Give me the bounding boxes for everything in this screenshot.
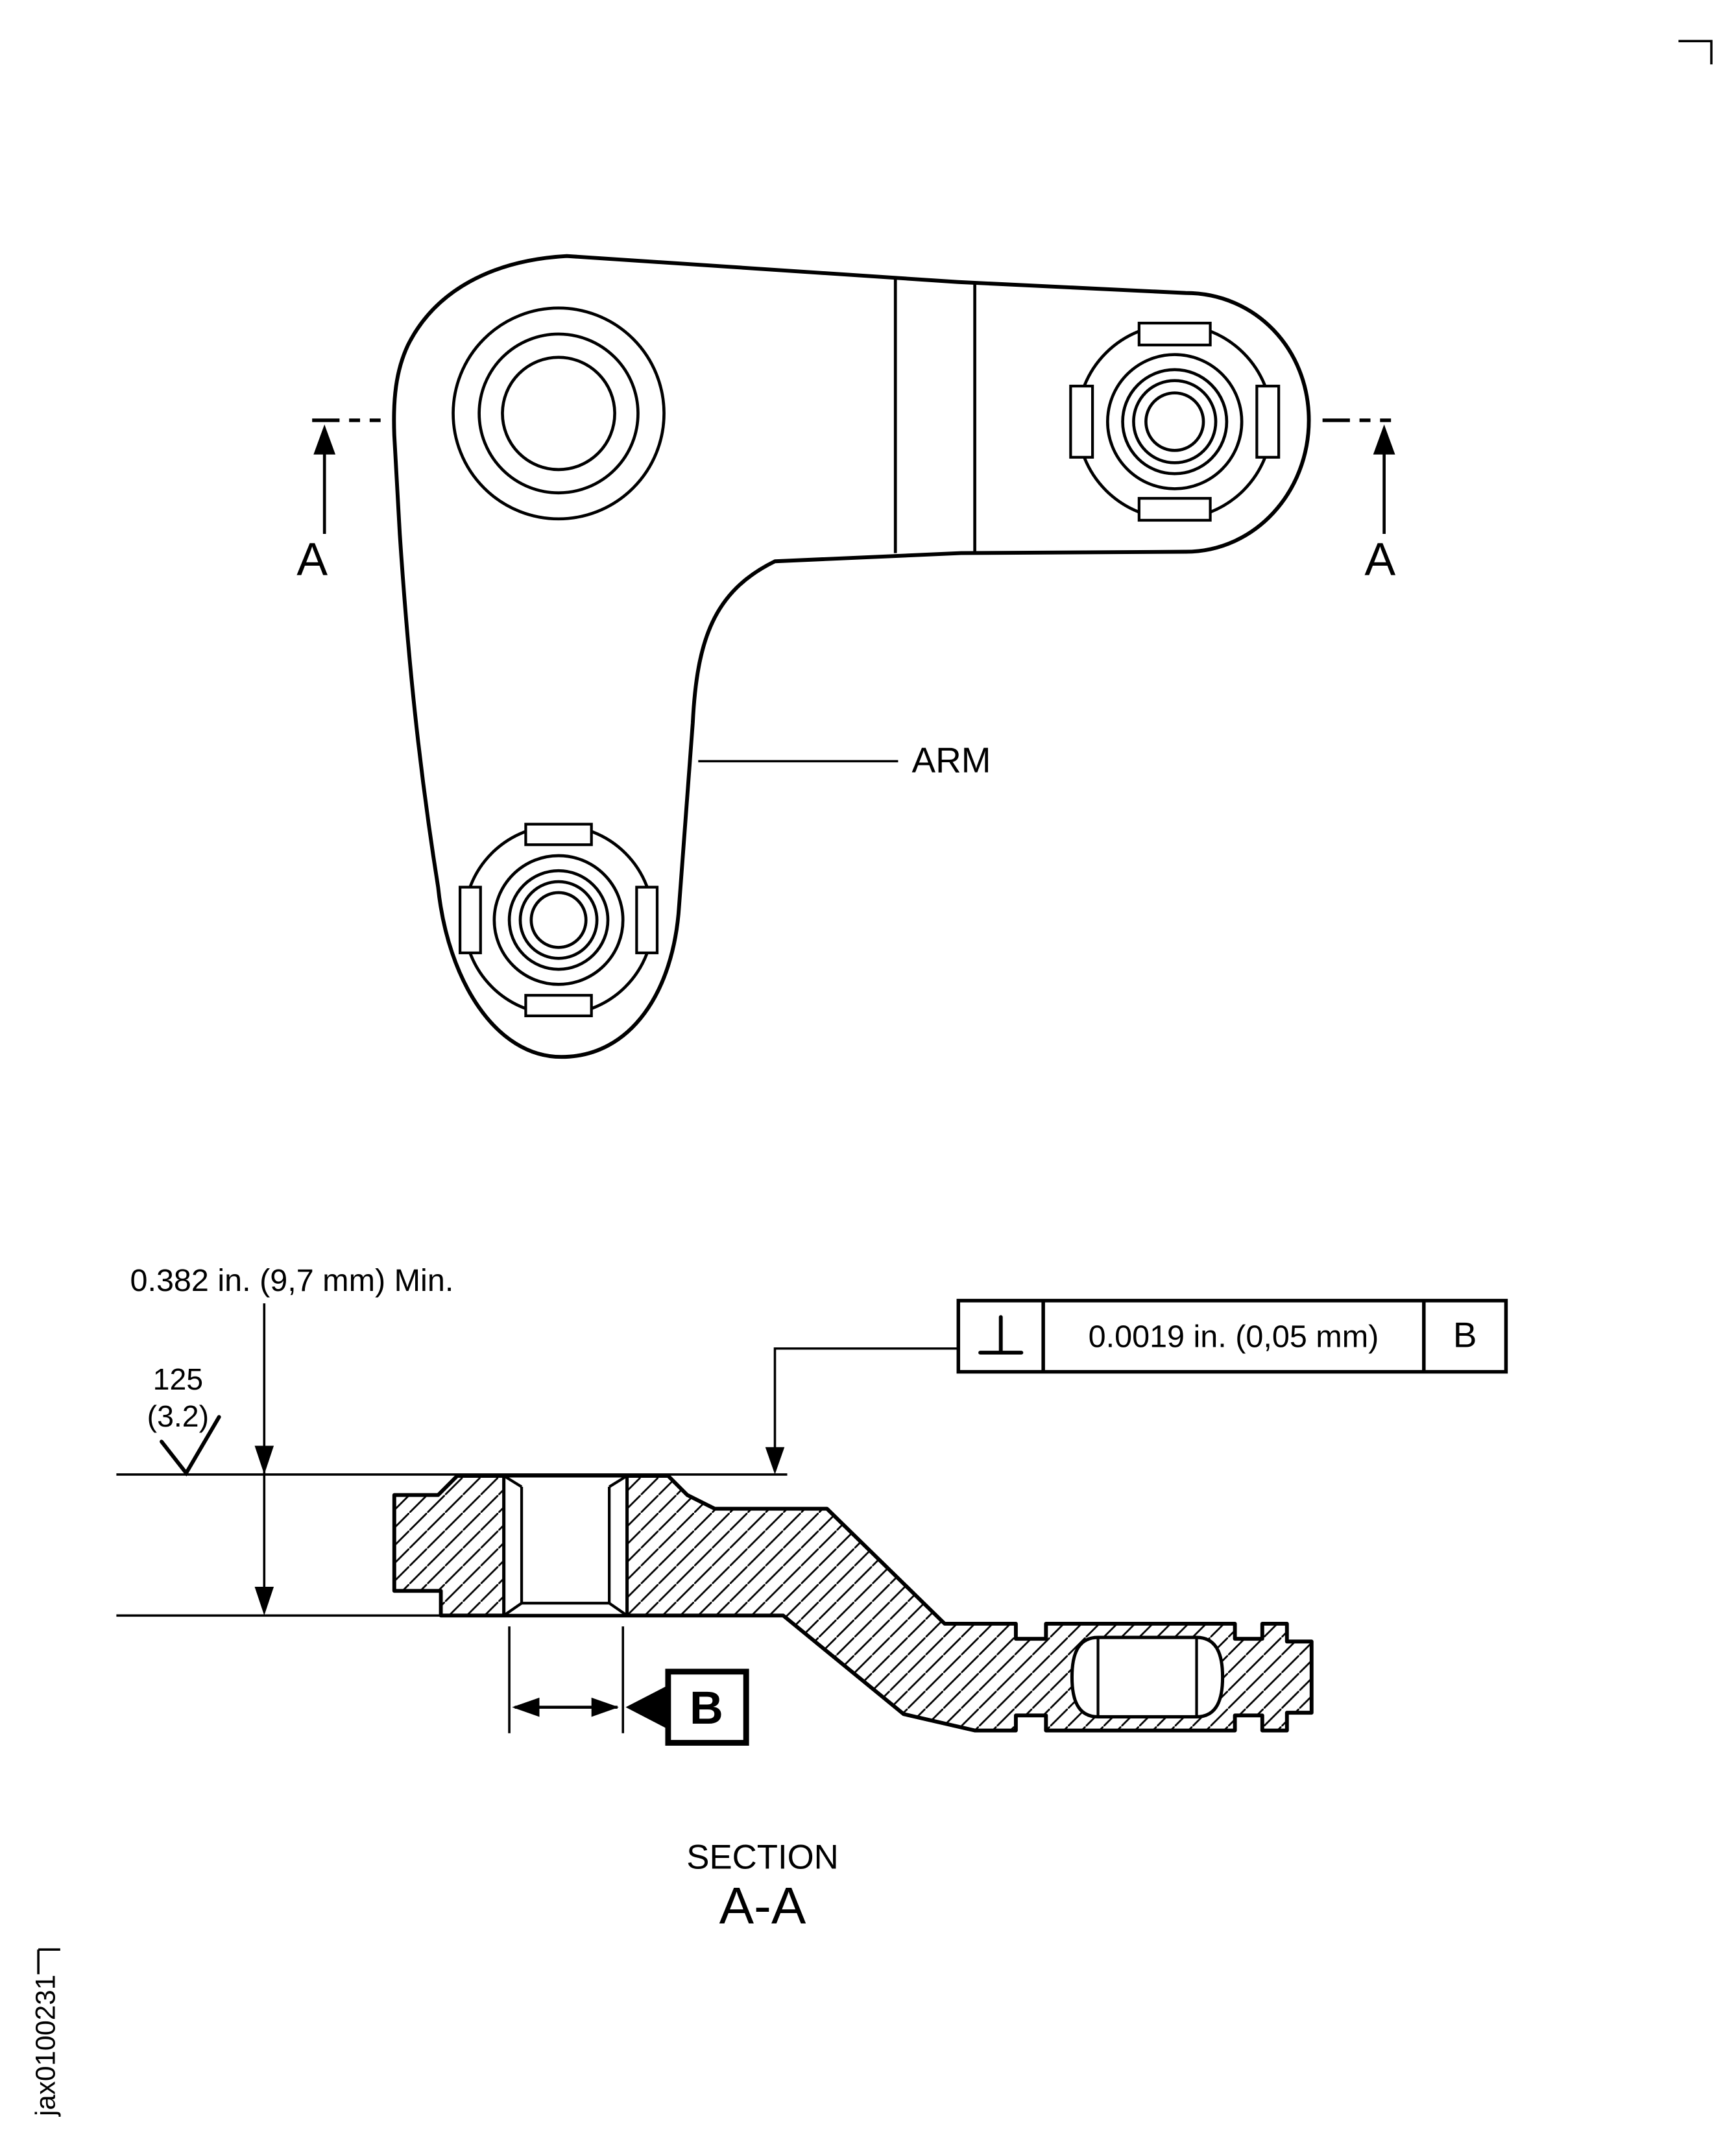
dim-arrow-icon — [254, 1586, 274, 1616]
hub-circle-1 — [463, 824, 655, 1017]
feature-control-frame: 0.0019 in. (0,05 mm) B — [765, 1299, 1508, 1475]
fcf-leader-arrow-icon — [765, 1447, 785, 1475]
hub-circle-5 — [1144, 391, 1205, 452]
hub-slot-left — [458, 886, 482, 954]
hub-slot-left — [1069, 385, 1094, 459]
fcf-frame — [956, 1299, 1508, 1374]
corner-mark-top-right — [1678, 40, 1713, 65]
min-thickness-dimension: 0.382 in. (9,7 mm) Min. — [130, 1263, 453, 1616]
left-bore-middle-circle — [477, 332, 640, 495]
left-bore-outer-circle — [452, 306, 666, 521]
section-outline — [392, 1474, 1314, 1733]
hub-circle-3 — [1121, 368, 1229, 476]
hub-slot-right — [635, 886, 659, 954]
section-cut-right: A — [1322, 418, 1395, 585]
bore-chamfer-bottom-right — [608, 1602, 628, 1617]
surface-finish-callout: 125 (3.2) — [147, 1362, 221, 1477]
bore-chamfer-top-left — [503, 1475, 523, 1488]
top-right-hub — [1069, 321, 1281, 522]
min-thickness-text: 0.382 in. (9,7 mm) Min. — [130, 1263, 453, 1298]
corner-mark-bottom-left — [37, 1948, 60, 1975]
plan-view: A A ARM — [296, 254, 1395, 1059]
fcf-leader-line — [773, 1347, 959, 1452]
hub-circle-4 — [1132, 379, 1218, 464]
cut-arrow-icon — [1373, 424, 1395, 455]
dim-arrow-icon — [591, 1697, 619, 1717]
perpendicularity-icon — [978, 1315, 1024, 1355]
hub-slot-bottom — [1137, 497, 1212, 522]
hub-slot-right — [1255, 385, 1281, 459]
bottom-hub — [458, 823, 659, 1018]
cut-arrow-icon — [313, 424, 336, 455]
arm-outline — [392, 254, 1311, 1059]
hub-slot-top — [524, 823, 593, 847]
datum-triangle-icon — [625, 1687, 666, 1728]
section-marker-left-label: A — [296, 533, 328, 585]
hub-slot-bottom — [524, 994, 593, 1018]
hub-circle-5 — [529, 891, 588, 949]
barrel-bore-section — [1070, 1635, 1225, 1718]
barrel-opening — [1070, 1635, 1225, 1718]
surface-finish-icon — [160, 1415, 221, 1477]
roughness-value: 125 — [153, 1362, 203, 1396]
serrated-bore-section — [502, 1474, 629, 1617]
section-cut-left: A — [296, 418, 381, 585]
datum-label: B — [690, 1682, 723, 1734]
section-view: 0.382 in. (9,7 mm) Min. 125 (3.2) 0.0019… — [116, 1263, 1508, 1934]
bore-chamfer-top-right — [609, 1475, 628, 1488]
fcf-datum-text: B — [1453, 1315, 1477, 1355]
fcf-tolerance-text: 0.0019 in. (0,05 mm) — [1089, 1320, 1379, 1355]
section-caption-title: SECTION — [686, 1838, 838, 1877]
bore-opening — [502, 1474, 629, 1617]
hub-circle-3 — [507, 869, 610, 971]
datum-label-box — [665, 1669, 749, 1746]
arm-label: ARM — [912, 740, 991, 780]
roughness-metric-value: (3.2) — [147, 1399, 209, 1433]
dim-arrow-icon — [512, 1697, 540, 1717]
hub-slot-top — [1137, 321, 1212, 346]
hub-circle-2 — [1105, 353, 1244, 490]
left-bore-inner-circle — [501, 356, 616, 472]
section-caption-designation: A-A — [719, 1876, 806, 1934]
bore-chamfer-bottom-left — [503, 1602, 523, 1617]
datum-feature-callout: B — [508, 1626, 749, 1746]
hub-circle-4 — [518, 880, 599, 960]
drawing-number: jax0100231 — [30, 1975, 60, 2117]
section-marker-right-label: A — [1364, 533, 1395, 585]
dim-arrow-icon — [254, 1445, 274, 1475]
hub-circle-2 — [492, 854, 625, 986]
